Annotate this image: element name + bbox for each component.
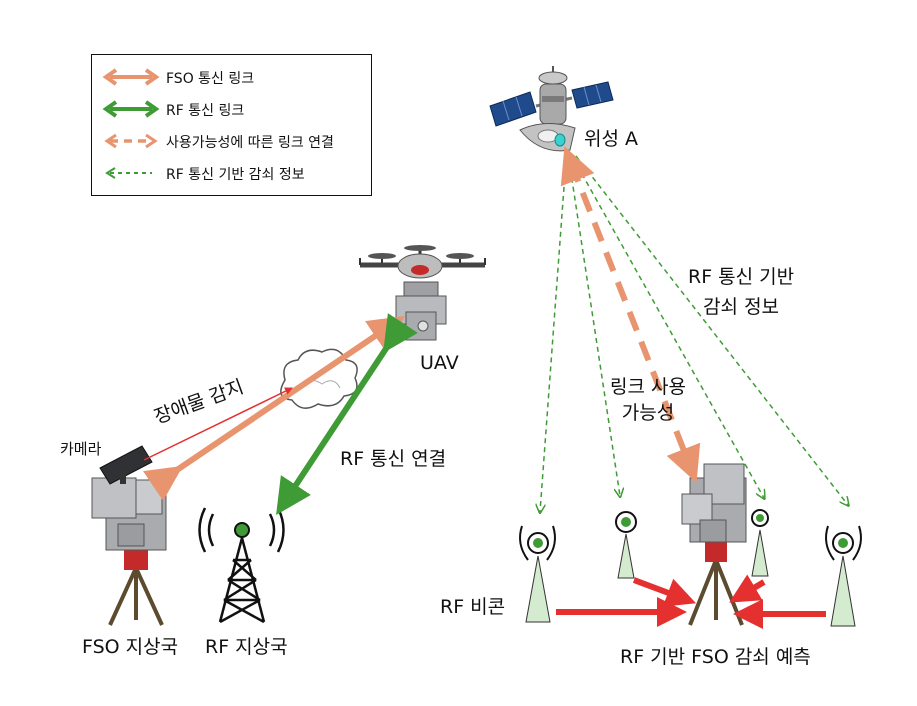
legend-fso-solid-arrow-icon [102, 68, 160, 86]
rf-attenuation-line-4 [575, 155, 848, 505]
legend-label: FSO 통신 링크 [166, 71, 255, 87]
legend: FSO 통신 링크 RF 통신 링크 사용가능성에 따른 링크 연결 RF 통신… [91, 54, 372, 196]
prediction-arrow-2 [632, 577, 697, 607]
obstacle-detection-line [143, 387, 293, 461]
rf-beacon-3-icon [751, 509, 769, 577]
fso-ground-station-right-icon [681, 463, 747, 626]
link-availability-label: 링크 사용 가능성 [610, 376, 686, 424]
legend-label: RF 통신 기반 감쇠 정보 [166, 167, 305, 183]
rf-connection-label: RF 통신 연결 [340, 448, 447, 470]
legend-item-fso-link: FSO 통신 링크 [92, 65, 371, 89]
legend-fso-dashed-arrow-icon [104, 133, 158, 149]
prediction-arrows [556, 574, 826, 629]
rf-attenuation-lines [540, 155, 848, 512]
rf-link-uav-tower [276, 313, 418, 516]
rf-ground-label: RF 지상국 [205, 636, 288, 658]
uav-label: UAV [420, 352, 459, 374]
legend-item-availability: 사용가능성에 따른 링크 연결 [92, 129, 371, 153]
legend-rf-dashed-arrow-icon [105, 167, 152, 179]
legend-label: 사용가능성에 따른 링크 연결 [166, 135, 334, 151]
legend-item-rf-link: RF 통신 링크 [92, 97, 371, 121]
rf-beacon-4-icon [825, 525, 862, 627]
legend-label: RF 통신 링크 [166, 103, 245, 119]
satellite-icon [489, 66, 614, 152]
rf-attenuation-line-3 [572, 157, 764, 498]
rf-beacon-2-icon [615, 511, 637, 579]
fso-ground-station-icon [91, 445, 167, 626]
prediction-label: RF 기반 FSO 감쇠 예측 [620, 646, 811, 668]
legend-rf-solid-arrow-icon [102, 100, 160, 118]
fso-ground-label: FSO 지상국 [82, 636, 179, 658]
satellite-label: 위성 A [584, 128, 638, 150]
camera-label: 카메라 [60, 440, 102, 458]
rf-beacon-1-icon [519, 525, 556, 623]
rf-attenuation-line-1 [540, 159, 567, 512]
rf-beacon-label: RF 비콘 [440, 596, 506, 618]
uav-drone-icon [359, 245, 486, 341]
fso-availability-link [568, 161, 701, 483]
legend-item-rf-atten: RF 통신 기반 감쇠 정보 [92, 161, 371, 185]
prediction-arrow-3 [729, 574, 766, 603]
rf-attenuation-line-2 [568, 159, 620, 496]
rf-atten-info-label: RF 통신 기반 감쇠 정보 [688, 266, 795, 318]
rf-ground-tower-icon [198, 507, 285, 624]
